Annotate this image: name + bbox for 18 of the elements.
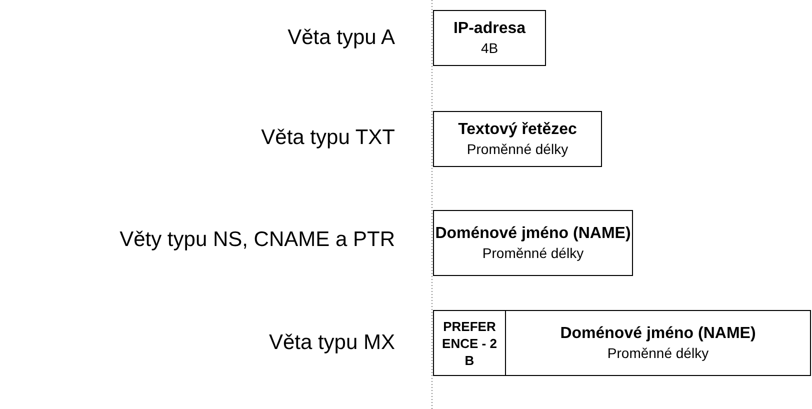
field-name: Doménové jméno (NAME) (560, 325, 756, 343)
field-box (433, 10, 546, 66)
field-box (433, 111, 602, 167)
field-box (505, 310, 811, 376)
field-name: IP-adresa (453, 20, 526, 38)
record-type-label: Věta typu TXT (261, 126, 395, 150)
field-name: Doménové jméno (NAME) (435, 225, 631, 243)
field-name: PREFER ENCE - 2B (441, 318, 498, 368)
field-name: Textový řetězec (458, 121, 577, 139)
record-type-label: Věty typu NS, CNAME a PTR (120, 228, 395, 252)
field-size: Proměnné délky (482, 245, 584, 261)
record-type-label: Věta typu MX (268, 331, 395, 355)
field-box (433, 310, 506, 376)
field-size: Proměnné délky (607, 345, 709, 361)
field-box (433, 210, 633, 276)
field-size: 4B (480, 40, 498, 56)
record-type-label: Věta typu A (288, 26, 395, 50)
field-size: Proměnné délky (466, 141, 568, 157)
